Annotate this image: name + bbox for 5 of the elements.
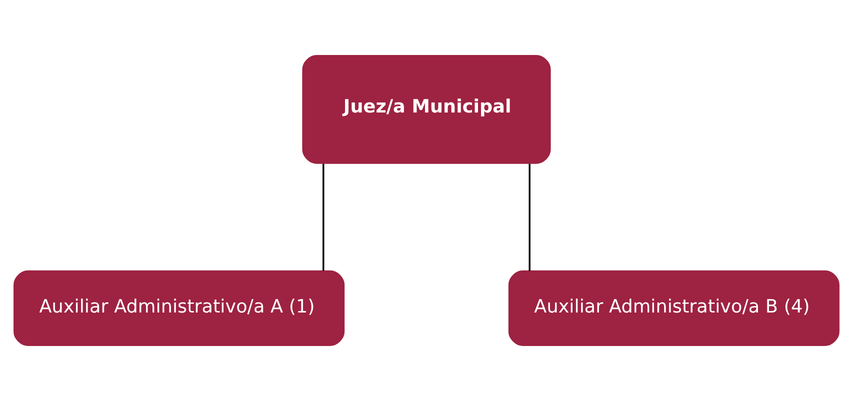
node-box: Auxiliar Administrativo/a A (1) <box>13 270 344 346</box>
node-box: Auxiliar Administrativo/a B (4) <box>508 270 839 346</box>
connector <box>322 163 324 270</box>
node-box: Juez/a Municipal <box>302 54 550 164</box>
connector <box>528 163 530 270</box>
